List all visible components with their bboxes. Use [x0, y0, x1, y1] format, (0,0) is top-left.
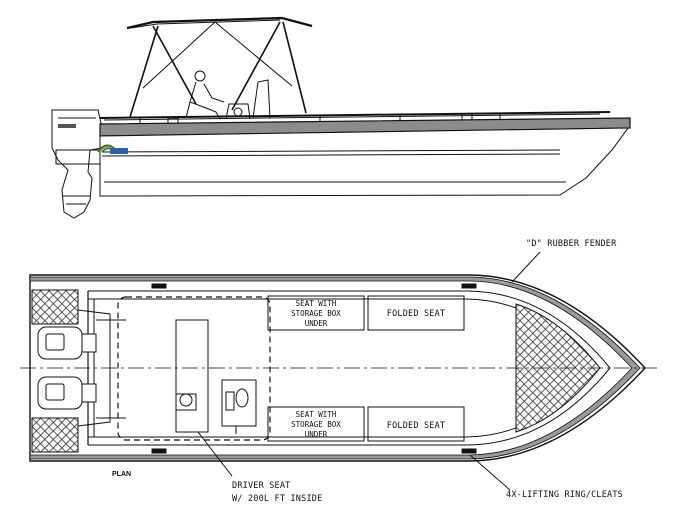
- leader-driver-seat: [197, 431, 233, 477]
- label-driver-seat-2: W/ 200L FT INSIDE: [232, 494, 322, 504]
- seat-storage-bottom: [267, 406, 365, 442]
- label-seat-storage-bottom-3: UNDER: [305, 430, 328, 439]
- driver-seat: [175, 379, 257, 434]
- cockpit-area: [117, 296, 271, 441]
- cleat: [151, 448, 167, 454]
- label-folded-seat-top: FOLDED SEAT: [387, 309, 446, 319]
- label-seat-storage-top-3: UNDER: [305, 319, 328, 328]
- leader-fender: [511, 251, 541, 283]
- folded-seat-top: [367, 295, 465, 331]
- rubber-fender-band: [29, 276, 641, 460]
- boat-logo: [97, 144, 128, 154]
- folded-seat-bottom: [367, 406, 465, 442]
- center-console: [175, 319, 209, 433]
- hull-side: [55, 117, 631, 197]
- outboard-bottom: [37, 376, 97, 410]
- label-plan: PLAN: [112, 471, 131, 478]
- cleat: [461, 448, 477, 454]
- label-seat-storage-top-2: STORAGE BOX: [291, 309, 341, 318]
- leader-lifting-ring: [469, 454, 511, 491]
- deck-fitting: [461, 113, 473, 121]
- label-seat-storage-bottom-2: STORAGE BOX: [291, 420, 341, 429]
- outboard-top: [37, 326, 97, 360]
- plan-view: [20, 251, 660, 491]
- stern-platform-bottom: [31, 417, 79, 453]
- seat-storage-top: [267, 295, 365, 331]
- cleat: [461, 283, 477, 289]
- label-seat-storage-bottom-1: SEAT WITH: [296, 410, 337, 419]
- console: [225, 79, 271, 120]
- label-lifting-ring: 4X-LIFTING RING/CLEATS: [506, 490, 623, 500]
- side-elevation: [51, 16, 631, 219]
- label-seat-storage-top-1: SEAT WITH: [296, 299, 337, 308]
- label-folded-seat-bottom: FOLDED SEAT: [387, 421, 446, 431]
- cleat: [151, 283, 167, 289]
- label-rubber-fender: "D" RUBBER FENDER: [526, 239, 617, 249]
- bimini-top: [126, 16, 313, 118]
- driver-figure: [185, 70, 225, 120]
- stern-platform-top: [31, 289, 79, 325]
- label-driver-seat-1: DRIVER SEAT: [232, 481, 291, 491]
